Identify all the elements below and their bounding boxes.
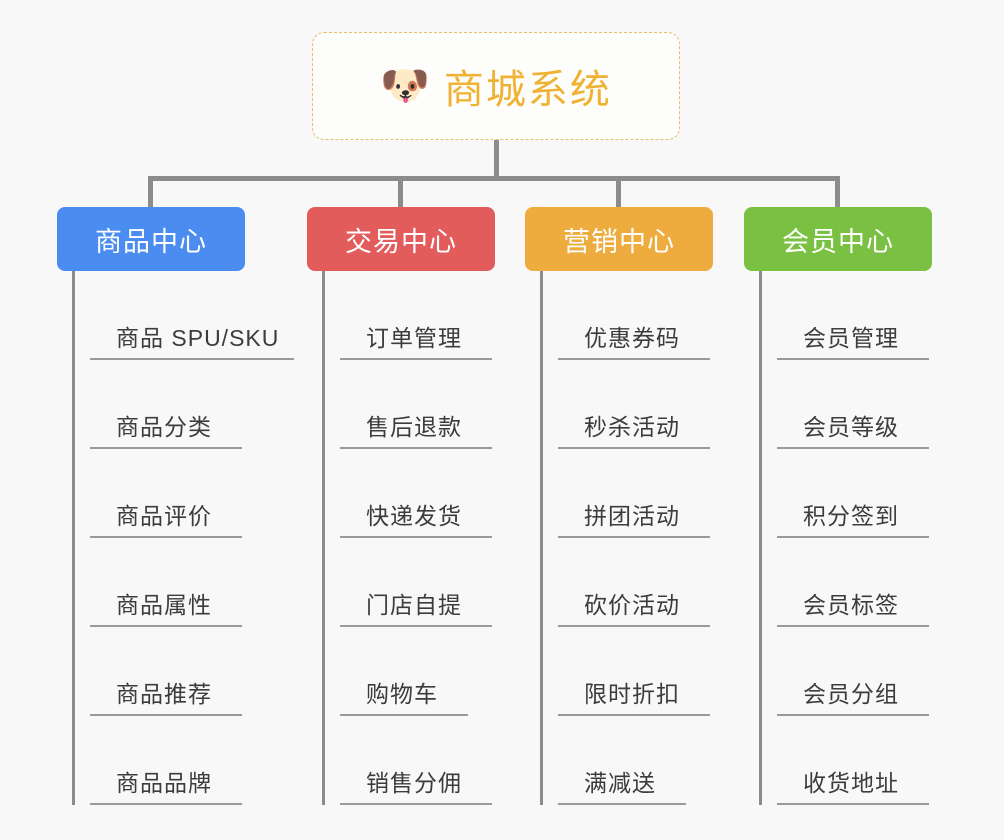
leaf-label: 购物车 [366,681,438,707]
leaf-label: 会员管理 [803,325,899,351]
root-title: 商城系统 [443,68,612,112]
connector-drop-3 [616,176,621,208]
list-item[interactable]: 商品属性 [90,538,307,627]
leaf-underline [777,714,929,716]
connector-drop-4 [835,176,840,208]
leaf-label: 会员标签 [803,592,899,618]
list-item[interactable]: 会员等级 [777,360,964,449]
list-item[interactable]: 限时折扣 [558,627,744,716]
leaf-label: 满减送 [584,770,656,796]
connector-stem [494,140,499,180]
list-item[interactable]: 满减送 [558,716,744,805]
list-item[interactable]: 优惠券码 [558,271,744,360]
leaf-label: 砍价活动 [584,592,680,618]
leaf-underline [90,536,242,538]
leaf-label: 订单管理 [366,325,462,351]
leaf-label: 售后退款 [366,414,462,440]
leaf-label: 收货地址 [803,770,899,796]
list-item[interactable]: 拼团活动 [558,449,744,538]
leaf-label: 门店自提 [366,592,462,618]
leaf-underline [777,625,929,627]
list-item[interactable]: 秒杀活动 [558,360,744,449]
leaf-underline [558,447,710,449]
leaf-list-trade-center: 订单管理 售后退款 快递发货 门店自提 购物车 销售分佣 [322,271,525,805]
leaf-label: 商品 SPU/SKU [116,325,280,351]
leaf-underline [558,803,686,805]
list-item[interactable]: 售后退款 [340,360,525,449]
leaf-underline [777,536,929,538]
leaf-underline [558,625,710,627]
leaf-underline [777,803,929,805]
leaf-underline [90,625,242,627]
leaf-list-member-center: 会员管理 会员等级 积分签到 会员标签 会员分组 收货地址 [759,271,964,805]
list-item[interactable]: 商品分类 [90,360,307,449]
leaf-underline [90,714,242,716]
connector-drop-2 [398,176,403,208]
leaf-list-product-center: 商品 SPU/SKU 商品分类 商品评价 商品属性 商品推荐 商品品牌 [72,271,307,805]
branch-header-trade-center[interactable]: 交易中心 [307,207,495,271]
leaf-underline [558,358,710,360]
list-item[interactable]: 销售分佣 [340,716,525,805]
leaf-list-marketing-center: 优惠券码 秒杀活动 拼团活动 砍价活动 限时折扣 满减送 [540,271,744,805]
list-item[interactable]: 会员分组 [777,627,964,716]
leaf-underline [340,358,492,360]
list-item[interactable]: 订单管理 [340,271,525,360]
connector-horizontal-bar [148,176,840,181]
list-item[interactable]: 商品 SPU/SKU [90,271,307,360]
list-item[interactable]: 商品推荐 [90,627,307,716]
list-item[interactable]: 会员管理 [777,271,964,360]
leaf-label: 会员分组 [803,681,899,707]
list-item[interactable]: 商品品牌 [90,716,307,805]
list-item[interactable]: 购物车 [340,627,525,716]
list-item[interactable]: 积分签到 [777,449,964,538]
leaf-label: 会员等级 [803,414,899,440]
leaf-underline [340,625,492,627]
leaf-label: 商品分类 [116,414,212,440]
list-item[interactable]: 商品评价 [90,449,307,538]
leaf-underline [777,447,929,449]
branch-header-product-center[interactable]: 商品中心 [57,207,245,271]
root-node[interactable]: 🐶 商城系统 [312,32,680,140]
leaf-label: 商品推荐 [116,681,212,707]
leaf-label: 商品评价 [116,503,212,529]
leaf-underline [90,358,294,360]
leaf-label: 商品属性 [116,592,212,618]
leaf-underline [340,714,468,716]
branch-header-member-center[interactable]: 会员中心 [744,207,932,271]
leaf-label: 销售分佣 [366,770,462,796]
list-item[interactable]: 快递发货 [340,449,525,538]
list-item[interactable]: 会员标签 [777,538,964,627]
list-item[interactable]: 门店自提 [340,538,525,627]
leaf-label: 快递发货 [366,503,462,529]
leaf-label: 优惠券码 [584,325,680,351]
leaf-underline [90,803,242,805]
leaf-underline [340,447,492,449]
leaf-label: 拼团活动 [584,503,680,529]
leaf-underline [558,536,710,538]
leaf-underline [558,714,710,716]
list-item[interactable]: 收货地址 [777,716,964,805]
list-item[interactable]: 砍价活动 [558,538,744,627]
leaf-label: 积分签到 [803,503,899,529]
branch-trade-center: 交易中心 订单管理 售后退款 快递发货 门店自提 购物车 [307,207,525,805]
leaf-label: 限时折扣 [584,681,680,707]
branch-member-center: 会员中心 会员管理 会员等级 积分签到 会员标签 会员分组 [744,207,964,805]
leaf-label: 秒杀活动 [584,414,680,440]
branch-marketing-center: 营销中心 优惠券码 秒杀活动 拼团活动 砍价活动 限时折扣 [525,207,744,805]
leaf-label: 商品品牌 [116,770,212,796]
dog-face-icon: 🐶 [380,64,430,108]
leaf-underline [90,447,242,449]
leaf-underline [777,358,929,360]
branch-product-center: 商品中心 商品 SPU/SKU 商品分类 商品评价 商品属性 商品推荐 [57,207,307,805]
leaf-underline [340,536,492,538]
connector-drop-1 [148,176,153,208]
branch-header-marketing-center[interactable]: 营销中心 [525,207,713,271]
leaf-underline [340,803,492,805]
